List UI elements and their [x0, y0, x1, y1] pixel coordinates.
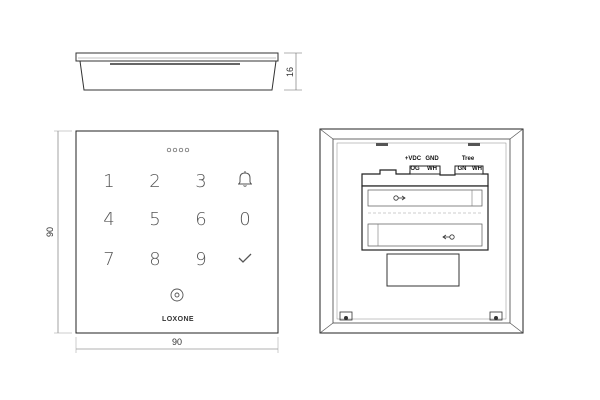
key-3[interactable]: 3 [195, 171, 206, 192]
key-2[interactable]: 2 [149, 171, 160, 192]
gn-label: GN [458, 166, 467, 172]
front-keypad-view [54, 130, 279, 353]
side-height-dimension-label: 90 [45, 227, 55, 237]
side-profile-view [75, 52, 302, 91]
key-8[interactable]: 8 [149, 249, 160, 270]
brand-logo: LOXONE [162, 316, 194, 323]
key-0[interactable]: 0 [239, 209, 250, 230]
terminal-block [361, 165, 489, 187]
vdc-label: +VDC [405, 156, 422, 162]
connector-housing [361, 185, 489, 251]
height-dimension-label: 16 [285, 67, 295, 77]
key-5[interactable]: 5 [149, 209, 160, 230]
width-dimension-label: 90 [172, 337, 182, 347]
status-leds [166, 147, 190, 153]
wh-label-left: WH [427, 166, 437, 172]
connector-arrow-icon [442, 234, 455, 240]
nfc-reader-icon [170, 288, 184, 302]
key-6[interactable]: 6 [195, 209, 206, 230]
key-1[interactable]: 1 [103, 171, 114, 192]
key-4[interactable]: 4 [103, 209, 114, 230]
rear-view [319, 128, 524, 334]
tree-label: Tree [462, 156, 475, 162]
wh-label-right: WH [472, 166, 482, 172]
key-7[interactable]: 7 [103, 249, 114, 270]
bell-icon[interactable] [238, 171, 252, 187]
key-9[interactable]: 9 [195, 249, 206, 270]
connector-arrow-icon [393, 195, 406, 201]
og-label: OG [410, 166, 420, 172]
checkmark-icon[interactable] [238, 253, 252, 263]
gnd-label: GND [425, 156, 439, 162]
